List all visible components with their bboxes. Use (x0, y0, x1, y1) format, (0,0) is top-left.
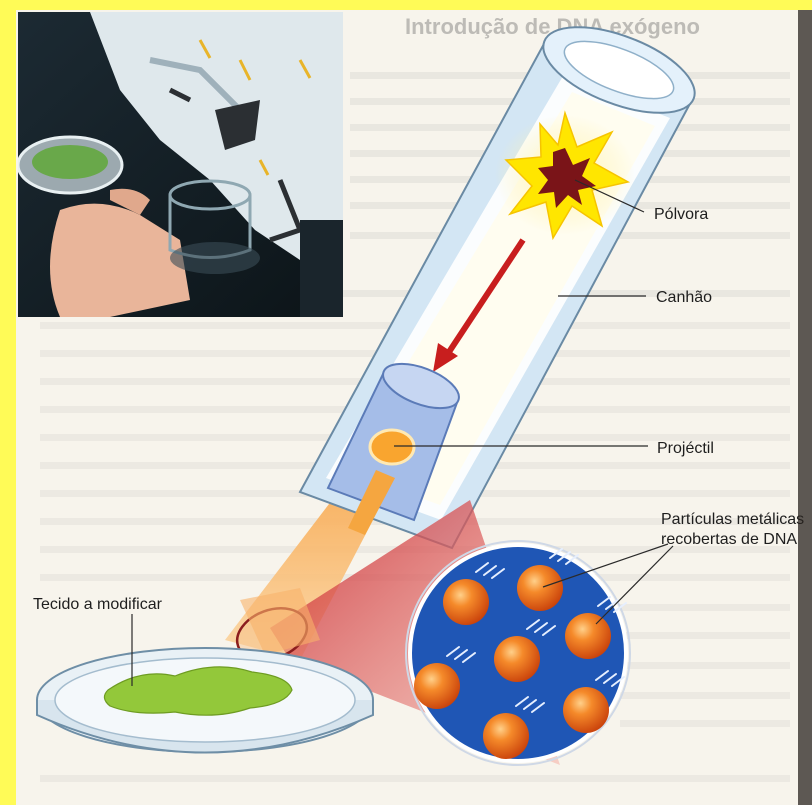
petri-dish (37, 648, 373, 753)
particle-sphere (565, 613, 611, 659)
particle-sphere (443, 579, 489, 625)
particle-sphere (414, 663, 460, 709)
label-tissue: Tecido a modificar (33, 596, 163, 613)
label-particles-line1: Partículas metálicas (661, 511, 804, 528)
particle-sphere (494, 636, 540, 682)
particle-sphere (483, 713, 529, 759)
lab-photo (18, 12, 343, 317)
particle-sphere (517, 565, 563, 611)
label-barrel: Canhão (656, 289, 712, 306)
label-particles-line2: recobertas de DNA (661, 531, 797, 548)
label-powder: Pólvora (654, 206, 708, 223)
page-edge-shadow (798, 10, 812, 805)
label-projectile: Projéctil (657, 440, 714, 457)
particle-sphere (563, 687, 609, 733)
